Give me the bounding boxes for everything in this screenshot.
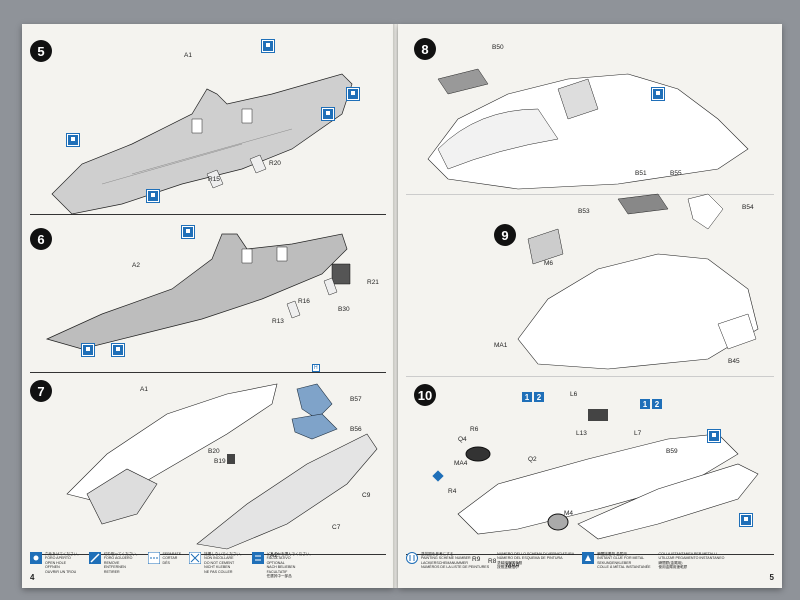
part-label-B55: B55 [670,170,682,177]
symbol-legend: 塗装図を参考にする PAINTING SCHEME NUMBER LACKIER… [406,552,732,582]
part-label-B50: B50 [492,44,504,51]
option-1-badge: 1 [640,399,650,409]
part-label-B54: B54 [742,204,754,211]
part-label-B30: B30 [338,306,350,313]
legend-item: COLLA ISTANTANEA PER METALLI UTILIZAR PE… [658,552,725,570]
step-9-number: 9 [494,224,516,246]
legend-item: SEPARATE CORTAR DÉS [147,552,181,565]
part-label-A2: A2 [132,262,140,269]
part-label-B20: B20 [208,448,220,455]
part-label-L7: L7 [634,430,642,437]
instruction-page-left: 5 A1 R20 R15 6 A2 R21 R16 B30 R13 7 [22,24,394,588]
step-6-fuselage-drawing [42,219,372,374]
symbol-legend: 穴をあけてください。 FORO APERTO OPEN HOLE OFFNEN … [30,552,321,582]
painting-scheme-icon [406,552,418,564]
open-hole-marker [181,225,195,239]
open-hole-icon [30,552,42,564]
step-6-number: 6 [30,228,52,250]
step-5-fuselage-drawing [42,44,372,224]
legend-item: 接着しないでください。 NON INCOLLARE DO NOT CEMENT … [189,552,244,574]
step-9-cockpit-drawing [508,189,768,389]
part-label-B19: B19 [214,458,226,465]
part-label-A1: A1 [140,386,148,393]
section-divider [406,376,774,377]
open-hole-marker [346,87,360,101]
legend-item: どちらかを選んでください。 FACOLTATIVO OPTIONAL NACH … [251,552,313,578]
part-label-Q2: Q2 [528,456,537,463]
part-label-B57: B57 [350,396,362,403]
legend-divider [30,554,386,555]
open-hole-marker [739,513,753,527]
part-label-R20: R20 [269,160,281,167]
open-hole-marker [261,39,275,53]
step-10-number: 10 [414,384,436,406]
option-1-badge: 1 [522,392,532,402]
part-label-L13: L13 [576,430,587,437]
open-hole-marker [111,343,125,357]
part-label-R16: R16 [298,298,310,305]
open-hole-marker [321,107,335,121]
part-label-MA4: MA4 [454,460,468,467]
step-10-cabin-floor-drawing [438,409,768,544]
page-number: 5 [769,573,774,582]
part-label-R21: R21 [367,279,379,286]
section-divider [30,214,386,215]
step-8-number: 8 [414,38,436,60]
part-label-R6: R6 [470,426,479,433]
part-label-B53: B53 [578,208,590,215]
instruction-page-right: 8 B50 9 B51 B55 B53 B54 M6 MA1 B45 10 L6… [398,24,782,588]
legend-item: NUMERO DELLO SCHEMA DI VERNICIATURA NÚME… [497,552,575,570]
remove-icon [88,552,101,564]
part-label-MA1: MA1 [494,342,508,349]
open-hole-marker [66,133,80,147]
part-label-R9: R9 [472,556,481,563]
step-7-number: 7 [30,380,52,402]
section-divider [30,372,386,373]
option-2-badge: 2 [534,392,544,402]
page-number: 4 [30,573,35,582]
legend-item: 切り取ってください。 FORO AGUJERO REMOVE ENTFERNEN… [88,552,140,574]
open-hole-marker [707,429,721,443]
do-not-glue-icon [189,552,202,564]
part-label-A2: A2 [270,552,278,559]
part-label-R13: R13 [272,318,284,325]
part-label-Q4: Q4 [458,436,467,443]
legend-item: 穴をあけてください。 FORO APERTO OPEN HOLE OFFNEN … [30,552,81,574]
part-label-B51: B51 [635,170,647,177]
open-hole-marker [651,87,665,101]
section-divider [406,194,774,195]
step-7-fuselage-assembly-drawing [47,374,377,549]
metal-adhesive-icon [582,552,595,564]
part-label-L6: L6 [570,391,578,398]
legend-item: 塗装図を参考にする PAINTING SCHEME NUMBER LACKIER… [406,552,489,570]
part-label-M4: M4 [564,510,574,517]
part-label-R15: R15 [208,176,220,183]
open-hole-marker [146,189,160,203]
part-label-A1: A1 [184,52,192,59]
option-2-badge: 2 [652,399,662,409]
part-label-C9: C9 [362,492,371,499]
optional-icon [251,552,264,564]
color-callout-badge: H [312,364,320,372]
legend-item: 瞬間接着剤 金属用 INSTANT GLUE FOR METAL SEKUNDE… [582,552,651,570]
part-label-B56: B56 [350,426,362,433]
part-label-M6: M6 [544,260,554,267]
part-label-MA4: MA4 [506,562,520,569]
booklet-spine [393,24,399,588]
part-label-R8: R8 [488,558,497,565]
open-hole-marker [81,343,95,357]
part-label-C7: C7 [332,524,341,531]
part-label-B59: B59 [666,448,678,455]
step-5-number: 5 [30,40,52,62]
part-label-B45: B45 [728,358,740,365]
part-label-R4: R4 [448,488,457,495]
separate-icon [147,552,160,564]
step-8-cockpit-drawing [418,49,758,194]
